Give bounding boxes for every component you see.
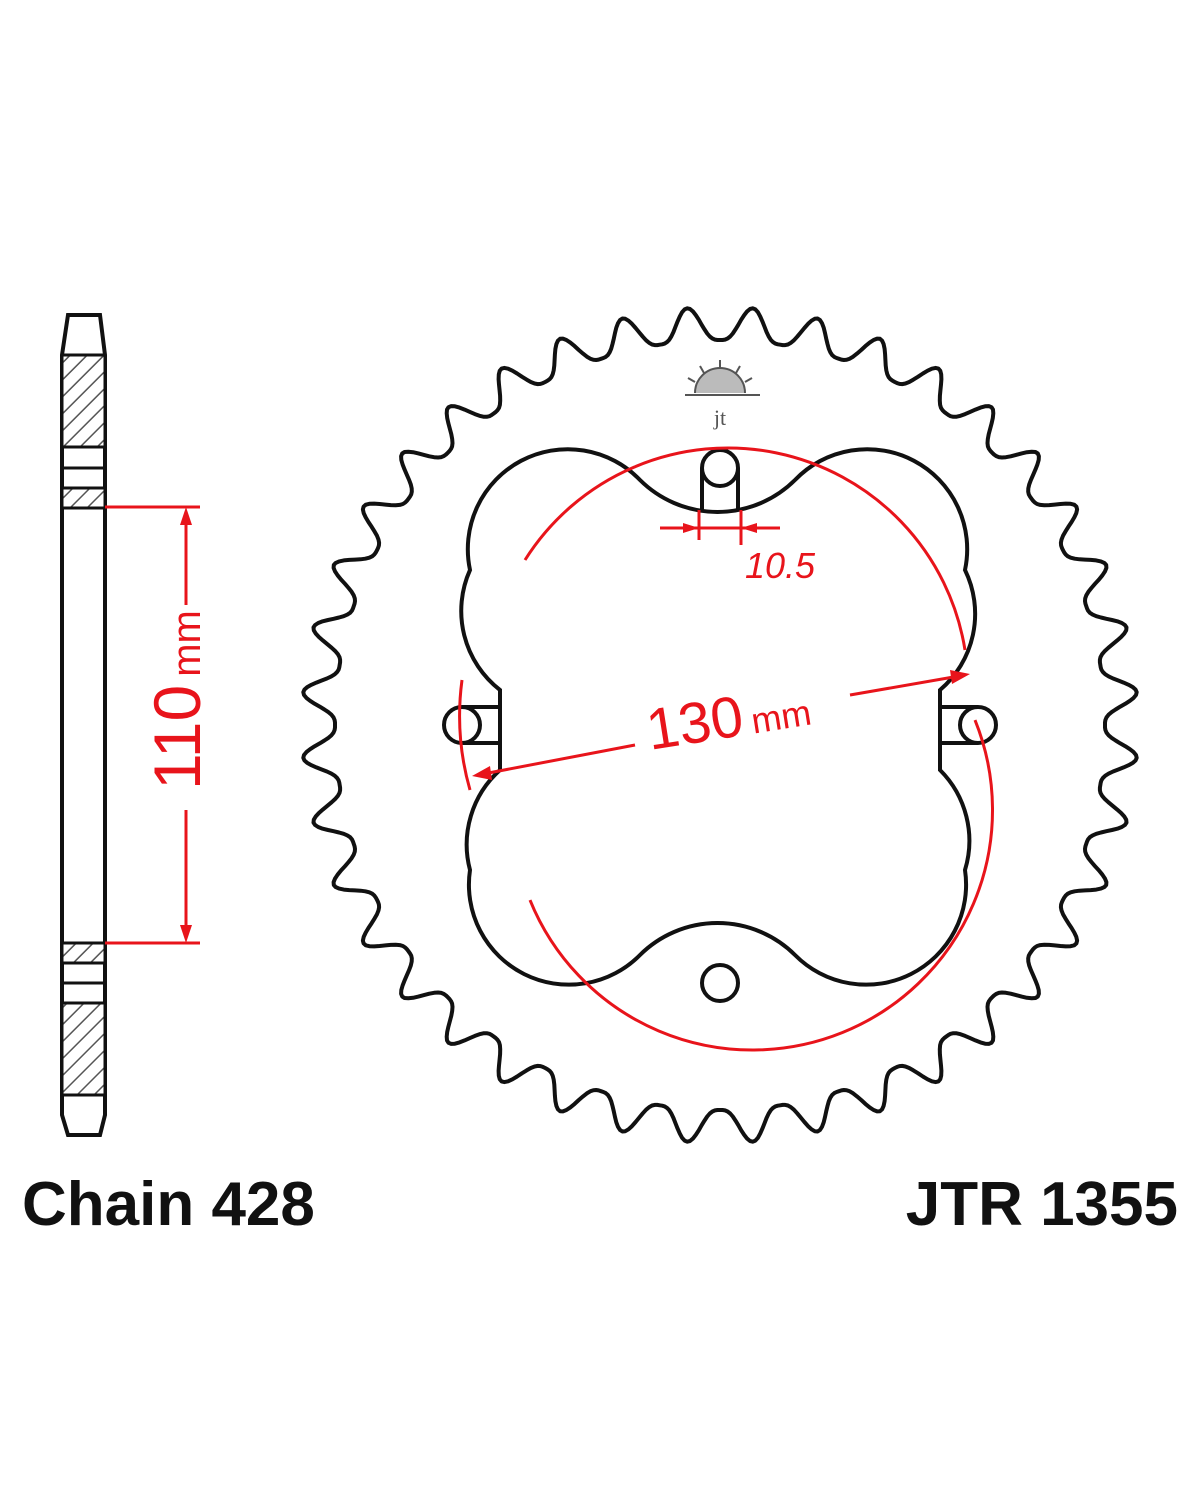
pcd-label: 130mm bbox=[642, 673, 815, 763]
bolt-hole-label: 10.5 bbox=[745, 545, 816, 586]
side-height-dimension bbox=[105, 505, 200, 945]
hatch-bottom bbox=[60, 1001, 107, 1097]
hatch-top bbox=[60, 353, 107, 449]
jt-logo-text: jt bbox=[713, 405, 726, 430]
bolt-hole-left bbox=[442, 705, 482, 745]
side-profile bbox=[60, 313, 107, 1137]
bolt-hole-bottom bbox=[700, 963, 740, 1003]
hatch-top-small bbox=[60, 486, 107, 510]
sprocket-outline bbox=[301, 306, 1139, 1144]
jt-logo: jt bbox=[685, 360, 760, 430]
chain-label: Chain 428 bbox=[22, 1170, 315, 1239]
side-profile-outline bbox=[60, 313, 107, 1137]
side-height-label: 110mm bbox=[140, 610, 214, 790]
bolt-hole-dimension bbox=[660, 510, 780, 545]
hub-cutout bbox=[459, 447, 978, 987]
part-number-label: JTR 1355 bbox=[906, 1170, 1178, 1239]
pcd-dimension bbox=[472, 670, 970, 780]
pcd-circle bbox=[458, 446, 994, 1052]
hatch-bottom-small bbox=[60, 941, 107, 965]
bolt-hole-top bbox=[700, 448, 740, 488]
